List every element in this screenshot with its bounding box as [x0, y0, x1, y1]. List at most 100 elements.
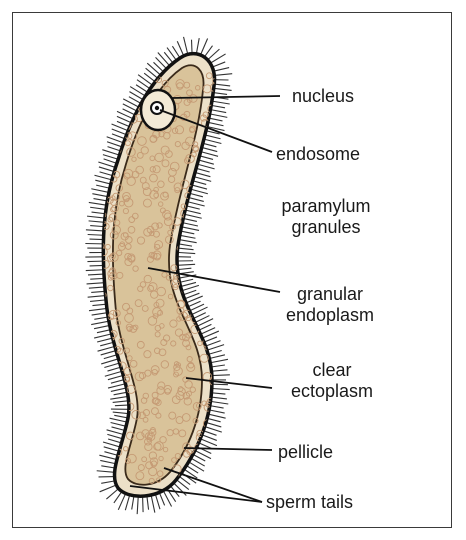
granule [99, 133, 106, 140]
cilium [86, 230, 104, 231]
cilium [201, 152, 218, 157]
cilium [97, 338, 113, 342]
cilium [210, 110, 226, 113]
cilium [125, 495, 129, 510]
cilium [212, 62, 225, 67]
label-clear-ectoplasm: clear ectoplasm [282, 360, 382, 402]
granule [199, 249, 204, 254]
cilium [103, 155, 118, 160]
cilium [90, 300, 106, 302]
cilium [90, 278, 104, 279]
granule [211, 181, 216, 186]
cilium [208, 414, 226, 418]
cilium [213, 93, 227, 95]
cilium [147, 63, 160, 75]
cilium [92, 313, 108, 315]
cilium [86, 270, 104, 271]
granule [202, 290, 207, 295]
cilium [209, 118, 223, 121]
cilium [91, 291, 105, 292]
label-paramylum-granules: paramylum granules [266, 196, 386, 238]
cilium [105, 371, 122, 376]
cilium [189, 462, 204, 471]
cilium [155, 494, 160, 509]
cilium [182, 223, 198, 226]
cilium [100, 460, 116, 463]
cilium [156, 57, 167, 69]
cilium [204, 337, 217, 342]
cilium [208, 122, 224, 125]
cilium [189, 193, 203, 197]
cilium [100, 485, 117, 492]
cilium [211, 397, 227, 399]
cilium [102, 150, 119, 155]
cilium [91, 321, 109, 324]
granule [97, 155, 104, 162]
cilium [110, 418, 128, 422]
cilium [99, 455, 116, 459]
granule [207, 205, 213, 211]
cilium [180, 235, 196, 238]
label-sperm-tails: sperm tails [266, 492, 353, 513]
cilium [138, 75, 153, 86]
cilium [114, 491, 122, 503]
cilium [137, 80, 150, 89]
endosome-core [155, 106, 159, 110]
label-granular-endoplasm: granular endoplasm [280, 284, 380, 326]
cilium [200, 156, 214, 160]
cilium [206, 422, 221, 426]
granule [211, 262, 215, 266]
cilium [97, 330, 111, 333]
granule [107, 100, 112, 105]
cilium [87, 216, 105, 218]
granule [106, 117, 111, 122]
cilium [196, 168, 209, 172]
granule [209, 267, 218, 276]
granule [208, 254, 213, 259]
granule [105, 74, 112, 81]
cilium [100, 342, 114, 346]
cilium [214, 68, 230, 72]
cilium [196, 38, 199, 54]
cilium [179, 240, 197, 243]
cilium [209, 410, 225, 413]
cilium [107, 434, 122, 438]
cilium [92, 194, 108, 197]
cilium [183, 218, 197, 221]
granule [105, 95, 113, 103]
cilium [107, 142, 122, 147]
cilium [132, 496, 134, 510]
label-granular-line2: endoplasm [280, 305, 380, 326]
cilium [202, 435, 217, 441]
cilium [177, 264, 195, 265]
granule [200, 291, 208, 299]
granule [101, 97, 110, 106]
cilium [197, 164, 214, 169]
cilium [88, 234, 104, 235]
label-granular-line1: granular [280, 284, 380, 305]
cilium [210, 359, 228, 362]
cilium [101, 481, 115, 483]
cilium [104, 452, 118, 456]
cilium [186, 206, 200, 209]
label-clear-line1: clear [282, 360, 382, 381]
cilium [100, 172, 113, 176]
label-paramylum-line2: granules [266, 217, 386, 238]
cilium [103, 442, 120, 447]
cilium [104, 355, 117, 359]
cilium [178, 248, 194, 250]
cilium [110, 396, 128, 399]
cilium [192, 40, 193, 54]
cilium [211, 393, 225, 394]
cilium [89, 202, 107, 205]
cilium [98, 346, 115, 351]
cilium [104, 447, 119, 451]
granule [98, 397, 106, 405]
granule [205, 195, 213, 203]
cilium [92, 212, 106, 214]
cilium [177, 252, 195, 253]
cilium [177, 268, 191, 269]
cilium [108, 375, 123, 379]
cilium [104, 159, 117, 163]
